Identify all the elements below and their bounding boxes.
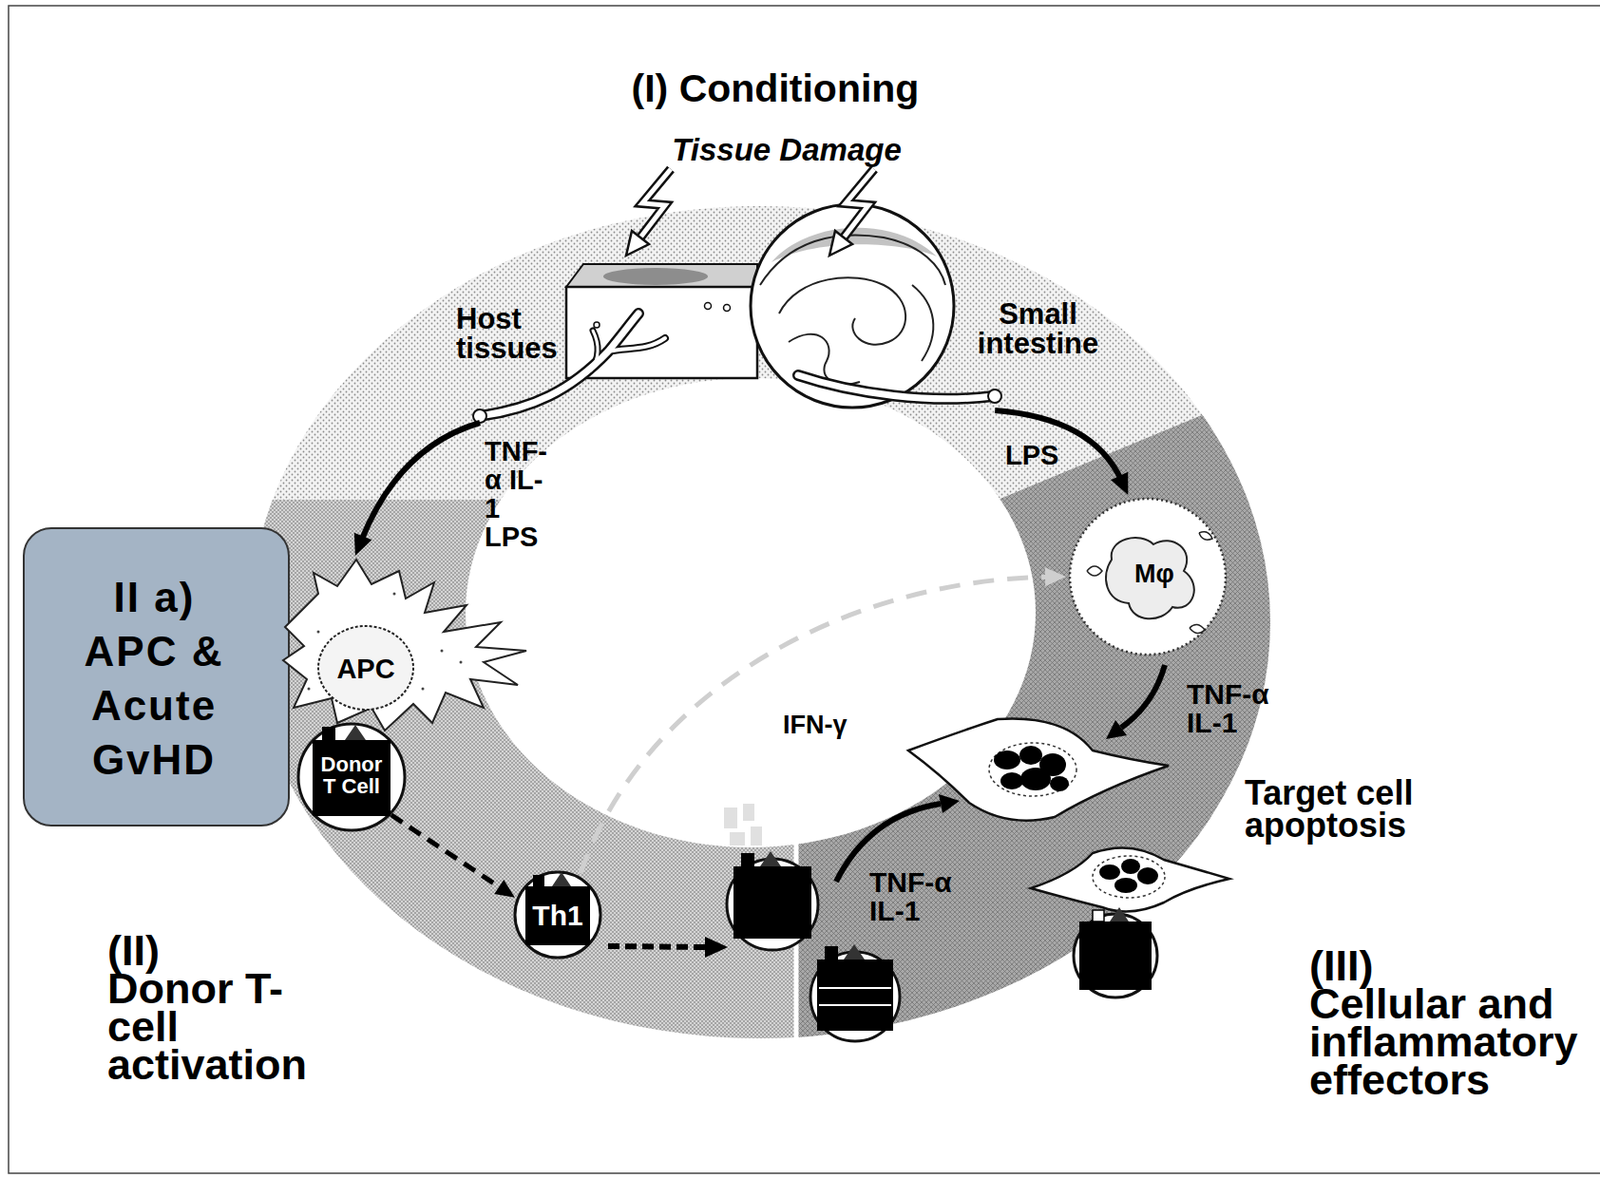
arrow-head <box>494 879 515 898</box>
section-title: Cellular and inflammatory effectors <box>1309 985 1587 1100</box>
connector-arrow <box>580 567 1067 874</box>
node-text: Donor T Cell <box>313 753 390 798</box>
node-text: Small intestine <box>964 299 1112 359</box>
section-number: (II) <box>107 932 222 971</box>
connector-arrow <box>354 422 480 556</box>
target-cell <box>1030 847 1230 912</box>
node-text: Mφ <box>1113 559 1196 589</box>
connector-arrow <box>391 815 515 898</box>
lightning-bolt <box>626 169 875 256</box>
donor-t-cell: Donor T Cell <box>295 719 408 832</box>
stage-box: II a)APC & Acute GvHD <box>22 527 290 827</box>
effector-t-cell <box>810 944 900 1042</box>
node-text: APC & Acute GvHD <box>58 624 249 787</box>
node-text: Th1 <box>525 900 591 932</box>
edge-label: LPS <box>1005 440 1072 470</box>
apc-cell-outline <box>280 555 531 735</box>
edge-label: TNF-α IL-1 LPS <box>484 437 553 552</box>
connector-line <box>361 422 480 541</box>
intestine-illustration <box>750 204 1002 408</box>
cytokine-label: TNF-α IL-1 <box>869 868 976 926</box>
effector-t-cell <box>1073 907 1158 998</box>
node-text: Host tissues <box>456 304 572 363</box>
node-heading: II a) <box>24 570 285 625</box>
th1-cell: Th1 <box>512 867 604 959</box>
cytokine-label: TNF-α IL-1 <box>1186 680 1294 738</box>
connector-line <box>391 815 503 890</box>
tissue-label-node: Host tissues <box>456 256 762 423</box>
node-text: APC <box>323 653 409 685</box>
arrow-head <box>1045 567 1067 587</box>
cytokine-label: IFN-γ <box>782 710 878 740</box>
effector-t-cell <box>726 851 819 951</box>
intestine-label-node: Small intestine <box>750 204 1117 411</box>
target-cell <box>908 718 1169 820</box>
connector-arrow <box>994 410 1128 496</box>
arrow-head <box>1110 472 1128 496</box>
section-subtitle: Tissue Damage <box>644 133 930 168</box>
apc-cell: APC <box>280 555 531 735</box>
cytokine-particles <box>723 803 762 846</box>
activation-arrow <box>608 936 728 958</box>
section-title: Donor T-cell activation <box>107 970 331 1085</box>
macrophage: Mφ <box>1066 495 1230 659</box>
connector-line <box>994 410 1122 480</box>
effect-label: Target cell apoptosis <box>1244 777 1435 842</box>
frame <box>8 5 1600 1174</box>
connector-line <box>580 576 1049 874</box>
host-tissue-block <box>566 264 758 379</box>
section-title: (I) Conditioning <box>575 66 975 111</box>
arrow-head <box>354 533 373 556</box>
cytokine-arrow <box>836 665 1165 882</box>
section-number: (III) <box>1309 947 1424 986</box>
